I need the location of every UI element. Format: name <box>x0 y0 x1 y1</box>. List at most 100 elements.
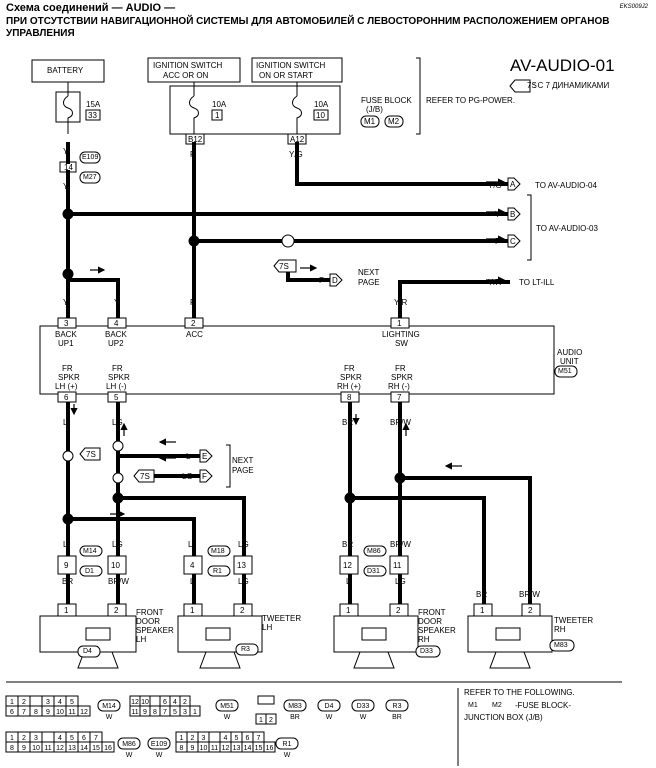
pin-1: 1 <box>397 319 402 328</box>
fuse-block-refer: REFER TO PG-POWER. <box>426 96 516 105</box>
speaker-cone-tweeter-rh <box>489 651 531 669</box>
wire-p-1: P <box>190 150 196 159</box>
audio-unit-1: AUDIO <box>557 348 583 357</box>
tag-m27 <box>79 171 101 184</box>
next-page-1b: PAGE <box>358 278 380 287</box>
wire-brw-4: BR/W <box>519 590 540 599</box>
legend-r1-pin-r2-4: 12 <box>222 745 230 752</box>
joint-9 <box>57 555 77 575</box>
tag-m83 <box>549 639 575 652</box>
tag-m14 <box>79 545 103 557</box>
legend-m51-pin-r2-6: 1 <box>193 709 197 716</box>
legend-m86-pin-r1-0: 1 <box>10 735 14 742</box>
wire-y-4: Y <box>63 298 69 307</box>
joint-11 <box>389 555 409 575</box>
legend-tag-m14-color: W <box>106 714 113 721</box>
spk-pin2-c: 2 <box>396 606 401 615</box>
wire-brw-2: BR/W <box>390 540 411 549</box>
legend-tag-r3-text: R3 <box>393 703 402 710</box>
backup2-a: BACK <box>105 330 127 339</box>
spk-pin2-b: 2 <box>240 606 245 615</box>
legend-tag-m51-text: M51 <box>220 703 234 710</box>
pin2-box <box>184 317 204 329</box>
legend-tag-d33-color: W <box>360 714 367 721</box>
option-circle-lg-2 <box>112 472 124 484</box>
spk-pin <box>339 603 359 617</box>
refer-tag2: M2 <box>492 702 502 709</box>
tag-7s-p <box>273 259 297 273</box>
battery-label: BATTERY <box>47 66 84 75</box>
backup1-b: UP1 <box>58 339 74 348</box>
wire-y-2: Y <box>63 182 69 191</box>
fuse-1-box <box>211 109 223 121</box>
joint-13-text: 13 <box>237 561 246 570</box>
tag-d4-text: D4 <box>83 648 92 655</box>
joint-12-text: 12 <box>343 561 352 570</box>
legend-tag-e109-text: E109 <box>151 741 167 748</box>
front-lh-4: LH <box>136 635 147 644</box>
tag-m83-text: M83 <box>554 642 568 649</box>
tag-d33-text: D33 <box>420 648 433 655</box>
wire-yr-lt <box>398 280 510 320</box>
tag-m2 <box>384 115 404 128</box>
fuse-10a-10-amp: 10A <box>314 100 329 109</box>
legend-r1-cell <box>263 741 276 753</box>
legend-r1-pin-r1-6: 6 <box>246 735 250 742</box>
spk-pin <box>183 603 203 617</box>
fuse-block-label-2: (J/B) <box>366 105 383 114</box>
legend-m14-pin-r2-3: 9 <box>46 709 50 716</box>
front-rh-1: FRONT <box>418 608 446 617</box>
pin1-box <box>390 317 410 329</box>
legend-m86-pin-r2-0: 8 <box>10 745 14 752</box>
backup1-a: BACK <box>55 330 77 339</box>
speaker-cone-tweeter-lh <box>199 651 241 669</box>
tag-e109 <box>79 151 101 164</box>
ignition-acc-label-2: ACC OR ON <box>163 71 209 80</box>
conn-14: 14 <box>64 163 73 172</box>
coil-front-lh <box>85 627 111 641</box>
legend-m51-pin-r2-4: 5 <box>173 709 177 716</box>
offpage-e <box>199 449 213 463</box>
legend-tag-d33 <box>351 699 375 712</box>
legend-m83-latch <box>257 695 275 705</box>
fuse-15a-element <box>63 82 73 134</box>
front-rh-4: RH <box>418 635 430 644</box>
ignition-on-label-2: ON OR START <box>259 71 313 80</box>
legend-m14-pin-r1-3: 3 <box>46 699 50 706</box>
offpage-b-text: B <box>510 210 516 219</box>
spk-pin <box>521 603 541 617</box>
fr-rh-m-a: FR <box>395 364 406 373</box>
fr-lh-p-b: SPKR <box>58 373 80 382</box>
refer-line2: -FUSE BLOCK- <box>515 701 572 710</box>
legend-m14-pin-r1-5: 5 <box>70 699 74 706</box>
legend-r1-pin-r2-1: 9 <box>191 745 195 752</box>
legend-m86-pin-r1-6: 6 <box>82 735 86 742</box>
speaker-tweeter-rh-box <box>467 615 553 653</box>
conn-b12: B12 <box>188 135 203 144</box>
refer-line3: JUNCTION BOX (J/B) <box>464 713 543 722</box>
front-lh-2: DOOR <box>136 617 160 626</box>
legend-m86-pin-r1-7: 7 <box>94 735 98 742</box>
legend-tag-7s: 7S <box>527 81 537 90</box>
ignition-acc-label-1: IGNITION SWITCH <box>153 61 223 70</box>
next-page-2b: PAGE <box>232 466 254 475</box>
tag-m51-text: M51 <box>558 368 572 375</box>
lighting-b: SW <box>395 339 408 348</box>
legend-m14-pin-r1-1: 2 <box>22 699 26 706</box>
tag-r1 <box>207 565 231 577</box>
legend-m86-pin-r2-6: 14 <box>80 745 88 752</box>
tag-7s-p-text: 7S <box>279 262 289 271</box>
legend-m86-cell <box>101 741 115 753</box>
tag-d4 <box>77 645 101 658</box>
fr-rh-p-b: SPKR <box>340 373 362 382</box>
tag-m86 <box>363 545 387 557</box>
pin-4: 4 <box>114 319 119 328</box>
legend-m51-pin-r1-5: 2 <box>183 699 187 706</box>
splice-y-1 <box>62 208 74 220</box>
offpage-f <box>199 469 213 483</box>
offpage-c <box>507 234 521 248</box>
legend-m86-pin-r1-4: 4 <box>58 735 62 742</box>
wire-yg-to-a <box>295 142 510 186</box>
offpage-f-text: F <box>202 472 207 481</box>
legend-m14-pin-r1-4: 4 <box>58 699 62 706</box>
